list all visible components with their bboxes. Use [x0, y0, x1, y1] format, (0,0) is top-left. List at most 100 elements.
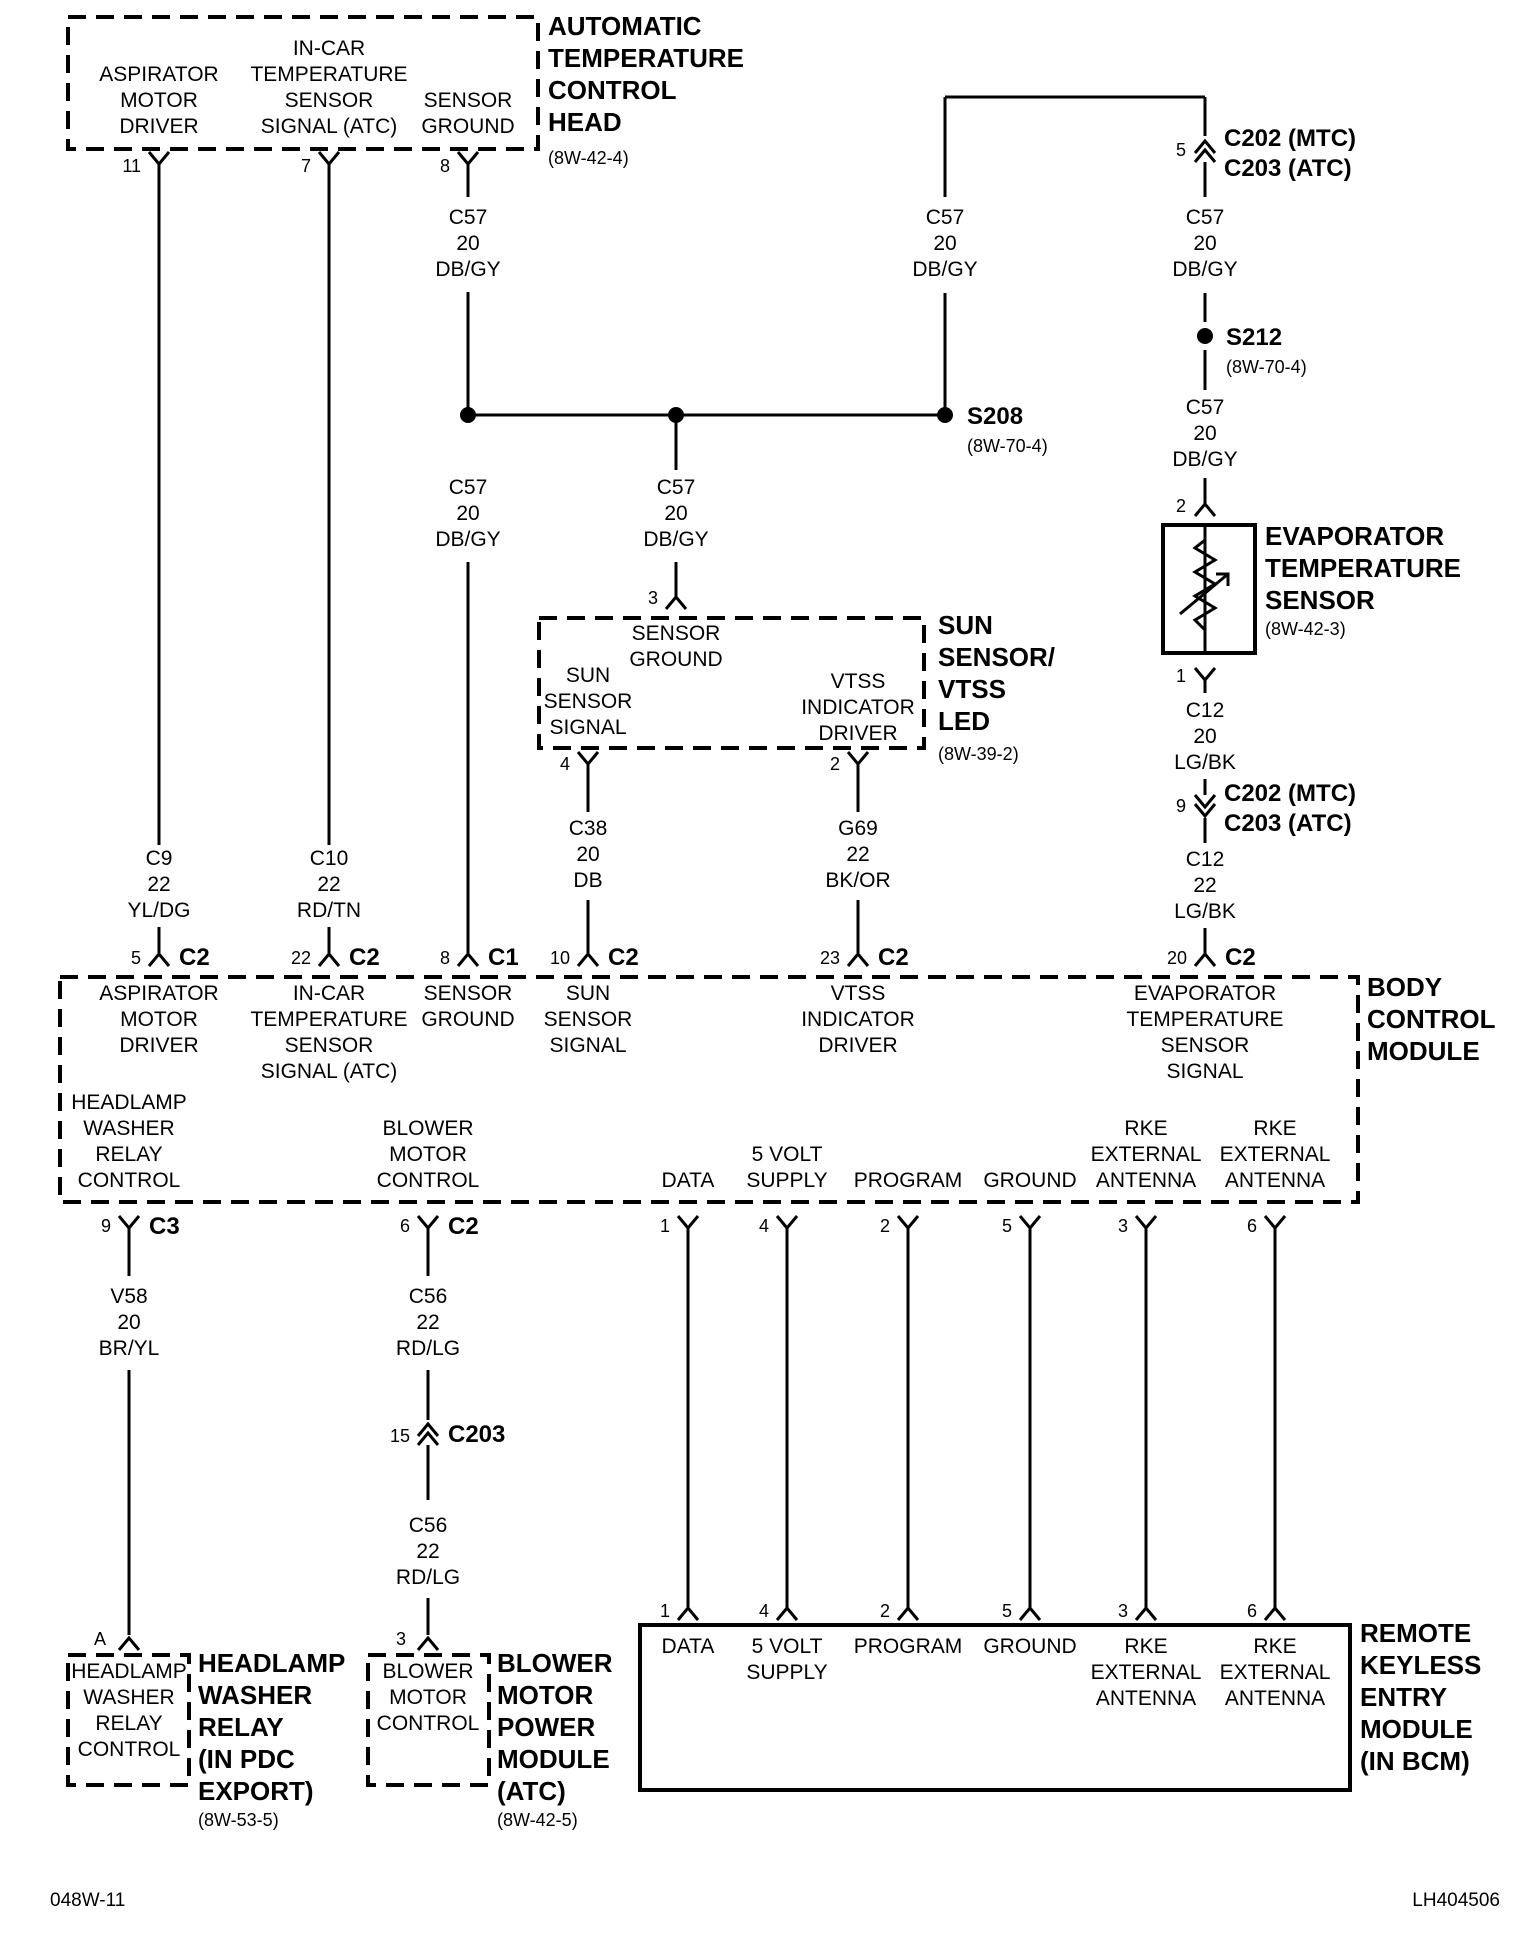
rke-function: 5 VOLT: [752, 1635, 823, 1658]
wire-label: RD/TN: [297, 899, 361, 922]
bcm-top-function: TEMPERATURE: [250, 1008, 407, 1031]
wire-label: LG/BK: [1174, 751, 1236, 774]
pin-number: 8: [440, 156, 450, 176]
atc-head-function: SENSOR: [424, 89, 513, 112]
wire-label: 20: [933, 232, 956, 255]
bcm-title: CONTROL: [1367, 1004, 1496, 1034]
rke-function: DATA: [662, 1635, 715, 1658]
bcm-top-function: SENSOR: [1161, 1034, 1250, 1057]
pin-number: 3: [648, 588, 658, 608]
evaporator-sensor-box: [1161, 523, 1257, 655]
terminal-y: [317, 151, 341, 167]
terminal-y: [416, 1215, 440, 1231]
pin-number: 6: [1247, 1601, 1257, 1621]
terminal-y: [1263, 1215, 1287, 1231]
blower-module-function: MOTOR: [389, 1686, 467, 1709]
bcm-box: [58, 975, 1360, 1204]
rke-module-title: MODULE: [1360, 1714, 1473, 1744]
terminal-caret: [896, 1605, 920, 1621]
wire-label: DB/GY: [435, 258, 500, 281]
wire-label: C57: [657, 476, 696, 499]
bcm-top-function: ASPIRATOR: [99, 982, 218, 1005]
bcm-bottom-function: 5 VOLT: [752, 1143, 823, 1166]
wire-label: C57: [449, 206, 488, 229]
terminal-y: [576, 751, 600, 767]
bcm-top-function: SIGNAL (ATC): [261, 1060, 398, 1083]
wire-label: LG/BK: [1174, 900, 1236, 923]
headlamp-relay-function: CONTROL: [78, 1738, 181, 1761]
pin-number: A: [94, 1629, 106, 1649]
pin-number: 6: [1247, 1216, 1257, 1236]
pin-number: 3: [1118, 1216, 1128, 1236]
headlamp-relay-box: [66, 1653, 191, 1787]
connector-name: C2: [448, 1213, 479, 1240]
terminal-caret: [1193, 951, 1217, 967]
terminal-caret: [147, 951, 171, 967]
wire-label: 20: [456, 502, 479, 525]
bcm-bottom-function: CONTROL: [78, 1169, 181, 1192]
wire-label: C9: [146, 847, 173, 870]
bcm-top-function: INDICATOR: [801, 1008, 915, 1031]
rke-module-title: KEYLESS: [1360, 1650, 1481, 1680]
sun-sensor-box: [537, 616, 926, 750]
terminal-y: [1193, 803, 1217, 819]
terminal-y: [896, 1215, 920, 1231]
pin-number: 5: [1002, 1216, 1012, 1236]
bcm-bottom-function: EXTERNAL: [1220, 1143, 1331, 1166]
wire-label: C57: [926, 206, 965, 229]
atc-head-function: IN-CAR: [293, 37, 365, 60]
pin-number: 4: [759, 1216, 769, 1236]
pin-number: 7: [301, 156, 311, 176]
wire-label: C10: [310, 847, 349, 870]
terminal-y: [775, 1215, 799, 1231]
wire-label: 20: [664, 502, 687, 525]
pin-number: 2: [830, 754, 840, 774]
pin-number: 8: [440, 948, 450, 968]
connector-name: C3: [149, 1213, 180, 1240]
atc-head-function: DRIVER: [119, 115, 198, 138]
connector-name: C1: [488, 944, 519, 971]
terminal-caret: [1134, 1605, 1158, 1621]
pin-number: 4: [560, 754, 570, 774]
blower-module-title: (ATC): [497, 1776, 566, 1806]
blower-module-ref: (8W-42-5): [497, 1810, 578, 1830]
pin-number: 1: [660, 1216, 670, 1236]
wire-label: 22: [147, 873, 170, 896]
bcm-top-function: GROUND: [421, 1008, 514, 1031]
pin-number: 5: [131, 948, 141, 968]
connector-name: C2: [179, 944, 210, 971]
sun-sensor-signal: SUN: [566, 664, 610, 687]
terminal-y: [676, 1215, 700, 1231]
bcm-bottom-function: MOTOR: [389, 1143, 467, 1166]
wire-label: C57: [1186, 206, 1225, 229]
pin-number: 2: [880, 1601, 890, 1621]
atc-head-function: GROUND: [421, 115, 514, 138]
wire-label: DB/GY: [643, 528, 708, 551]
sun-sensor-ground: GROUND: [629, 648, 722, 671]
atc-head-function: SIGNAL (ATC): [261, 115, 398, 138]
connector-name: C2: [608, 944, 639, 971]
rke-function: ANTENNA: [1096, 1687, 1196, 1710]
wire-label: 22: [846, 843, 869, 866]
wire-label: G69: [838, 817, 878, 840]
bcm-top-function: DRIVER: [818, 1034, 897, 1057]
splice-dot: [1197, 328, 1213, 344]
terminal-caret: [1193, 501, 1217, 517]
sun-sensor-title: SUN: [938, 610, 993, 640]
bcm-bottom-function: EXTERNAL: [1091, 1143, 1202, 1166]
terminal-caret: [576, 951, 600, 967]
wire-label: 20: [576, 843, 599, 866]
terminal-y: [117, 1215, 141, 1231]
bcm-top-function: IN-CAR: [293, 982, 365, 1005]
bcm-bottom-function: ANTENNA: [1225, 1169, 1325, 1192]
headlamp-relay-ref: (8W-53-5): [198, 1810, 279, 1830]
pin-number: 20: [1167, 948, 1187, 968]
atc-head-function: MOTOR: [120, 89, 198, 112]
rke-function: ANTENNA: [1225, 1687, 1325, 1710]
figure-code: 048W-11: [50, 1890, 125, 1911]
bcm-bottom-function: CONTROL: [377, 1169, 480, 1192]
atc-head-title: AUTOMATIC: [548, 11, 702, 41]
bcm-top-function: SUN: [566, 982, 610, 1005]
bcm-bottom-function: ANTENNA: [1096, 1169, 1196, 1192]
rke-module-title: REMOTE: [1360, 1618, 1471, 1648]
